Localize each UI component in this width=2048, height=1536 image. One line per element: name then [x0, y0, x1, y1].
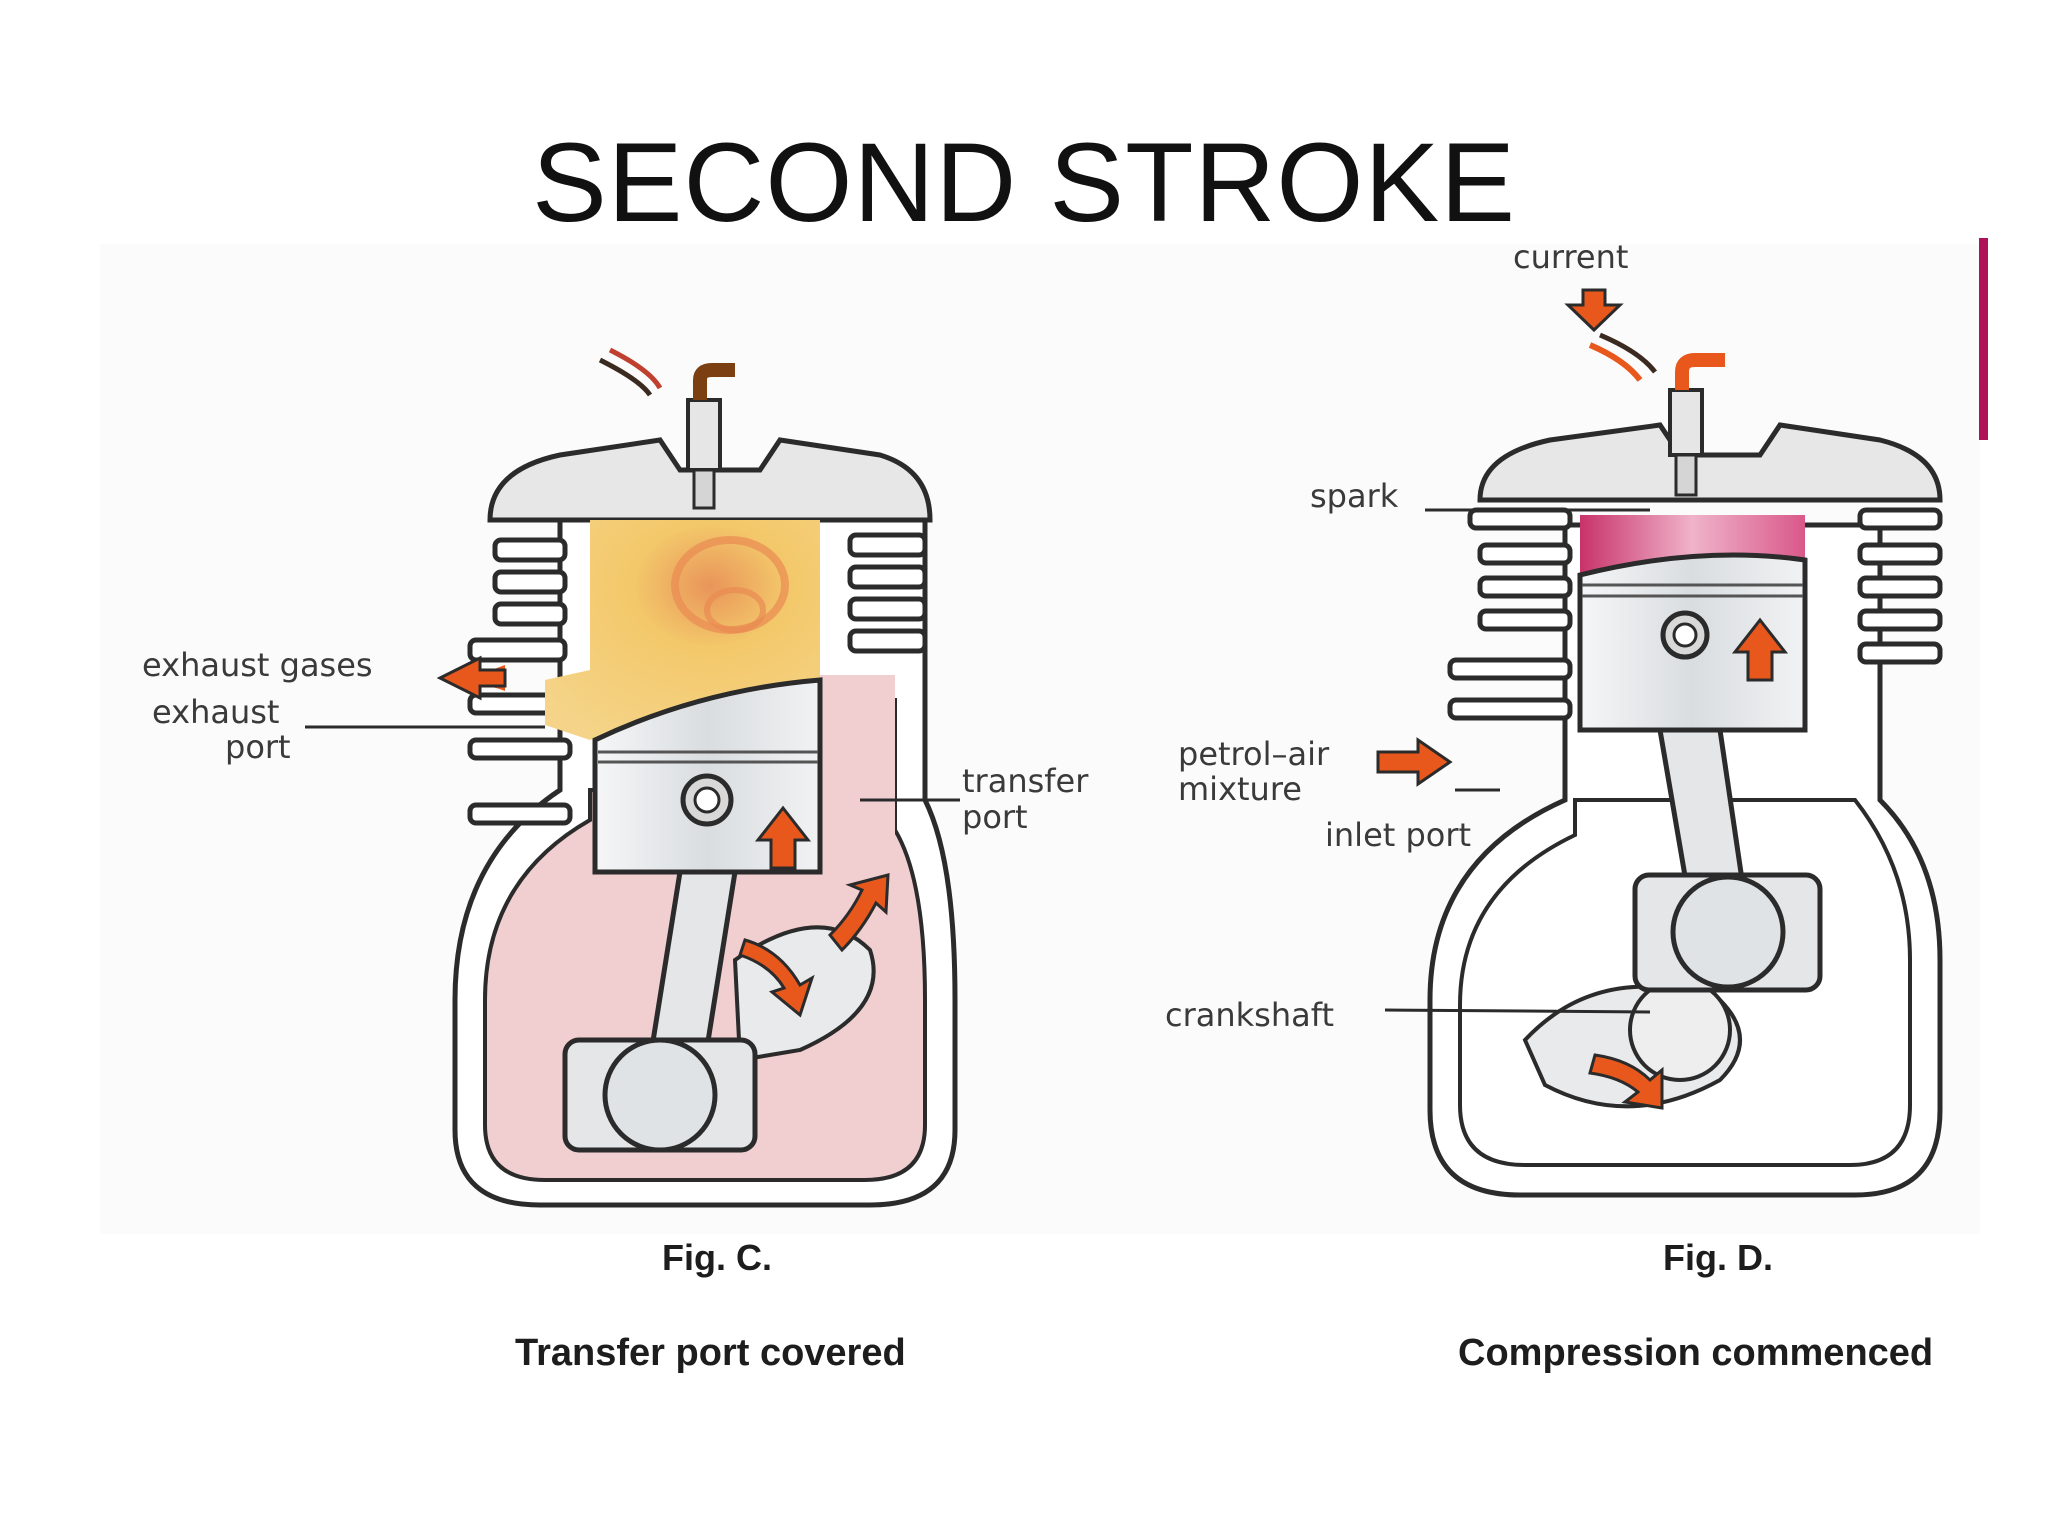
fig-c-label-transfer-port-line1: transfer: [962, 762, 1089, 800]
fig-d-current-arrow: [1564, 288, 1624, 333]
fig-d-crankshaft-leader: [1384, 1008, 1651, 1014]
fig-c-label-transfer-port-line2: port: [962, 798, 1028, 836]
fig-c-caption: Transfer port covered: [515, 1332, 906, 1374]
fig-c-transfer-passage: [820, 675, 895, 860]
fig-d-label-spark: spark: [1310, 477, 1399, 515]
fig-d-piston-up-arrow: [1731, 617, 1789, 682]
fig-d-label-current: current: [1513, 238, 1628, 276]
fig-d-fins-left: [1447, 507, 1573, 721]
fig-c-label-exhaust-gases: exhaust gases: [142, 646, 373, 684]
fig-d-label-petrol-air-line1: petrol–air: [1178, 735, 1330, 773]
slide-title: SECOND STROKE: [532, 120, 1516, 245]
fig-c-label-exhaust-port-line1: exhaust: [152, 693, 279, 731]
fig-d-label-inlet-port: inlet port: [1325, 816, 1471, 854]
fig-c-spark-plug: [598, 347, 735, 510]
fig-d-compressed-charge: [1580, 515, 1805, 575]
fig-c-fins-left: [467, 537, 568, 663]
fig-c-engine: [305, 347, 960, 1208]
fig-c-fins-right: [847, 532, 928, 654]
fig-c-flow-arrow-2: [827, 873, 890, 953]
fig-c-piston-up-arrow: [754, 805, 812, 870]
fig-d-label-crankshaft: crankshaft: [1165, 996, 1334, 1034]
fig-d-fins-right: [1857, 507, 1943, 665]
fig-d-engine: [1376, 288, 1943, 1198]
fig-d-crank-rotation-arrow: [1588, 1053, 1664, 1110]
fig-d-label-petrol-air-line2: mixture: [1178, 770, 1302, 808]
fig-c-flow-arrow-1: [738, 938, 815, 1018]
fig-c-exhaust-gases: [545, 520, 820, 740]
fig-d-cylinder-head: [1477, 422, 1943, 503]
fig-c-label: Fig. C.: [662, 1237, 772, 1278]
fig-c-label-exhaust-port-line2: port: [225, 728, 291, 766]
fig-d-label: Fig. D.: [1663, 1237, 1773, 1278]
fig-d-caption: Compression commenced: [1458, 1332, 1933, 1374]
fig-d-mixture-arrow: [1376, 737, 1453, 787]
accent-bar: [1979, 238, 1988, 440]
fig-d-spark-plug: [1588, 332, 1725, 497]
